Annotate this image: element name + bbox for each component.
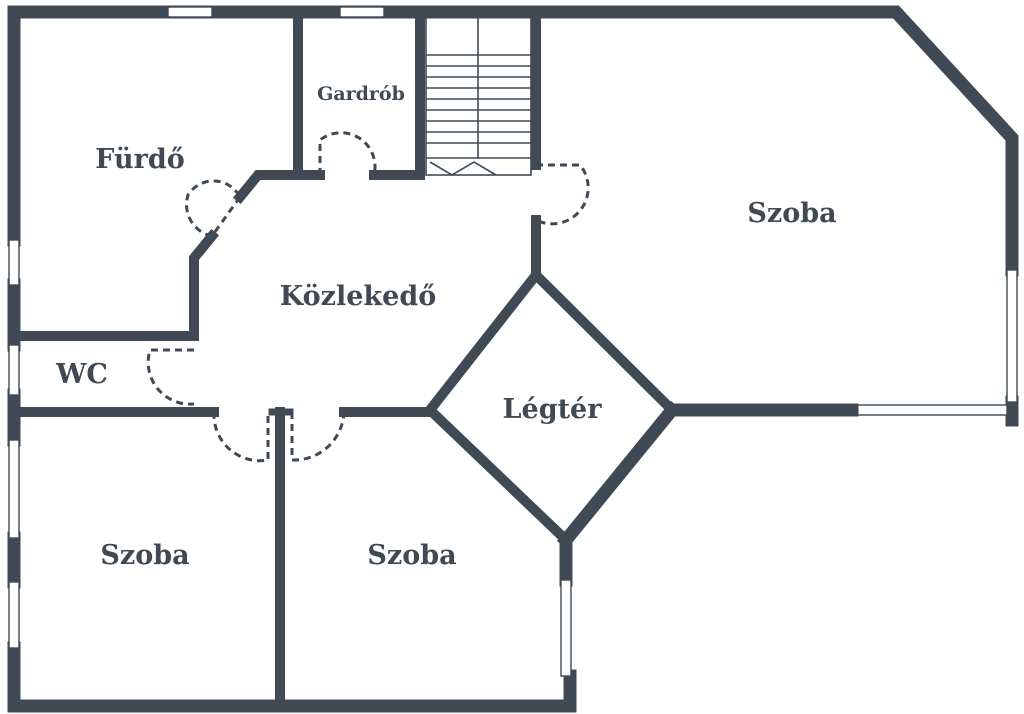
windows (8, 6, 1018, 677)
west-window-4 (8, 581, 20, 649)
stair-arrow (429, 161, 497, 176)
west-window-3 (8, 439, 20, 539)
room-label-legter: Légtér (503, 394, 603, 425)
room-label-szoba-southwest: Szoba (100, 540, 189, 571)
interior-walls (14, 12, 859, 706)
szoba-sw-door (212, 411, 270, 463)
szoba-east-door (535, 163, 590, 226)
room-label-gardrob: Gardrób (317, 83, 405, 105)
room-label-furdo: Fürdő (95, 144, 184, 175)
north-wall (7, 5, 1019, 277)
west-window-2 (8, 344, 20, 396)
north-window-2 (339, 6, 385, 18)
staircase (425, 16, 532, 176)
void-southeast-thick (556, 400, 682, 550)
exterior-walls (7, 5, 1019, 713)
room-label-szoba-east: Szoba (747, 198, 836, 229)
southeast-window (851, 404, 1008, 416)
room-label-wc: WC (55, 359, 108, 390)
szoba-s-door (290, 411, 346, 462)
room-label-szoba-south: Szoba (367, 540, 456, 571)
south-window (560, 579, 572, 677)
door-swings (146, 131, 590, 463)
north-window-1 (167, 6, 213, 18)
furdo-door (185, 179, 242, 238)
furdo-east-wall (232, 170, 303, 205)
room-label-kozlekedo: Közlekedő (280, 281, 436, 312)
furdo-south-wall (189, 228, 220, 341)
east-window (1006, 269, 1018, 403)
wc-door (146, 348, 195, 406)
west-window-1 (8, 239, 20, 286)
room-labels: Fürdő Gardrób Szoba Közlekedő WC Légtér … (55, 83, 837, 571)
gardrob-door (318, 131, 377, 176)
